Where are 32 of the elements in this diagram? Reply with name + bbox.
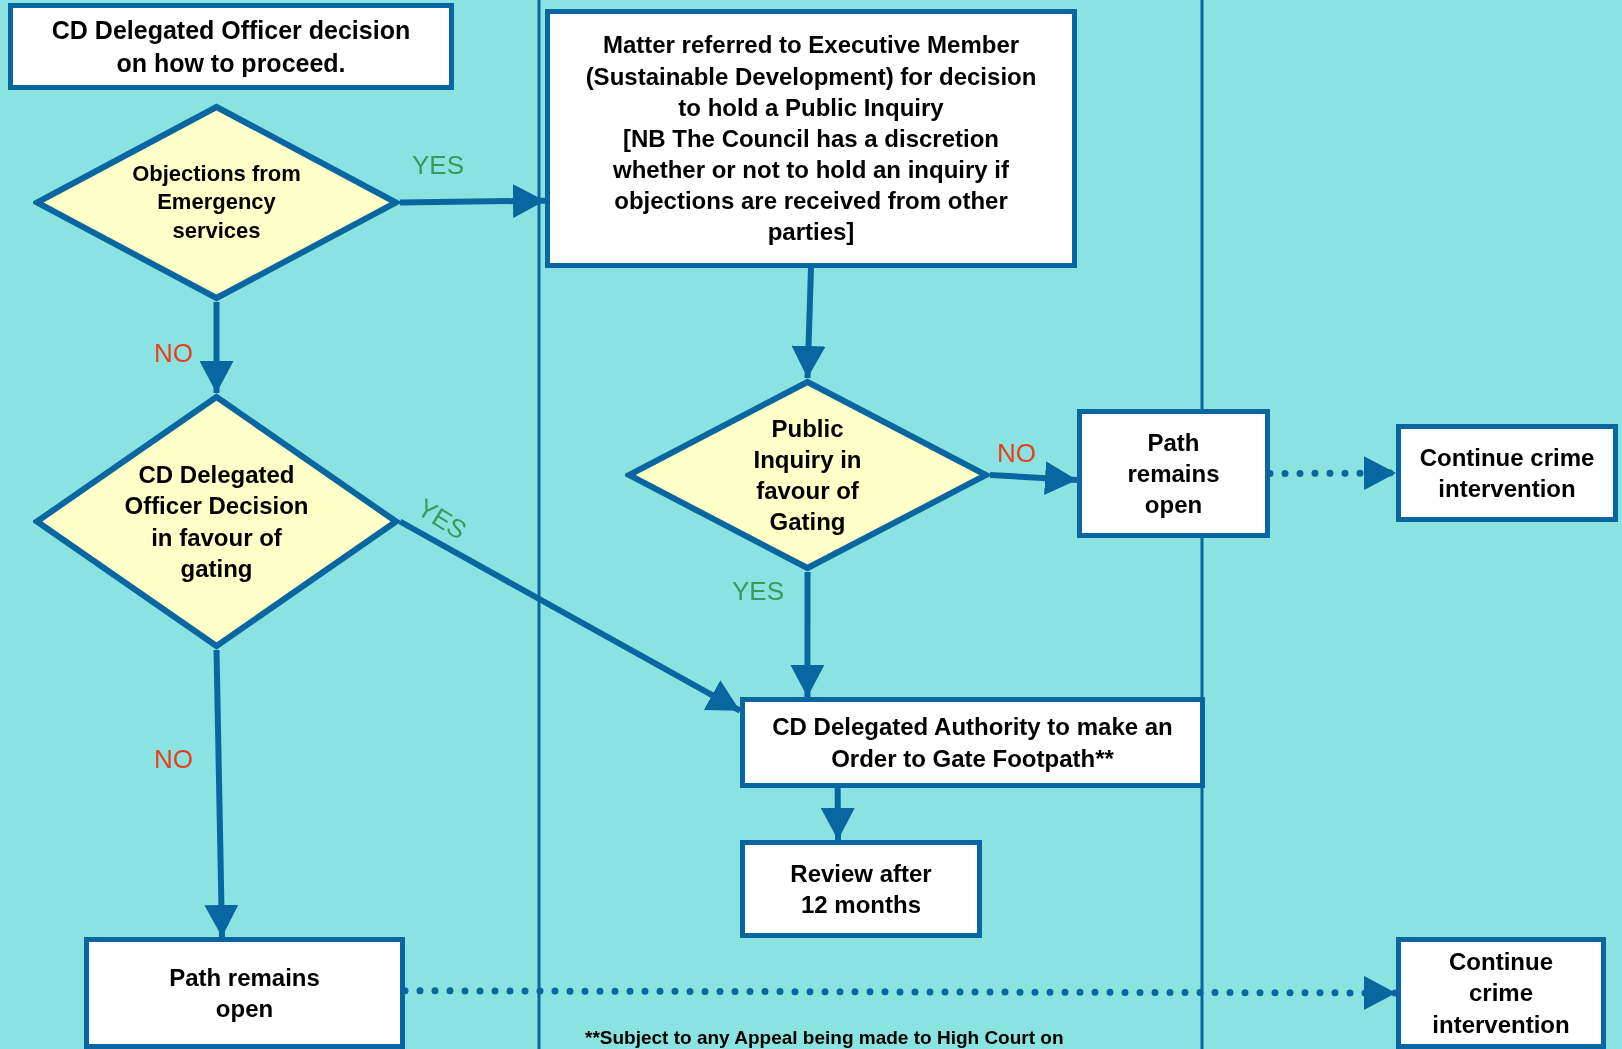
decision-diamond xyxy=(33,103,400,302)
arrow xyxy=(820,787,855,841)
process-box xyxy=(545,9,1077,268)
process-box xyxy=(84,937,405,1049)
arrow xyxy=(398,518,742,714)
node-text: Public Inquiry in favour of Gating xyxy=(752,413,863,538)
node-text: Matter referred to Executive Member (Sustainable Development) for decision to hold a Public Inquiry xyxy=(584,30,1038,123)
decision-diamond xyxy=(33,393,400,650)
process-box xyxy=(1396,937,1606,1049)
arrow xyxy=(204,649,239,938)
node-text: Path remains open xyxy=(168,962,321,1024)
node-text: CD Delegated Authority to make an Order to Gate Footpath** xyxy=(771,712,1174,774)
node-text: Continue crime intervention xyxy=(1418,442,1596,504)
node-text: Review after 12 months xyxy=(789,858,933,920)
node-text: Objections from Emergency services xyxy=(131,159,302,245)
node-text: CD Delegated Officer decision on how to proceed. xyxy=(50,15,412,79)
node-text: [NB The Council has a discretion whether or not to hold an inquiry if objections are received from other parties] xyxy=(612,123,1010,248)
footnote: **Subject to any Appeal being made to High Court on xyxy=(585,1026,1064,1049)
process-box xyxy=(1396,424,1618,522)
process-box xyxy=(8,3,454,90)
decision-diamond xyxy=(625,378,990,572)
process-box xyxy=(1077,409,1270,538)
arrow xyxy=(989,461,1078,496)
node-text: Path remains open xyxy=(1126,427,1221,521)
arrow xyxy=(199,302,234,393)
arrow xyxy=(399,184,546,219)
node-text: CD Delegated Officer Decision in favour of gating xyxy=(123,460,310,584)
node-text: Continue crime intervention xyxy=(1431,947,1571,1040)
process-box xyxy=(740,840,982,938)
arrow xyxy=(791,267,826,379)
arrow xyxy=(790,572,825,697)
process-box xyxy=(740,697,1205,788)
